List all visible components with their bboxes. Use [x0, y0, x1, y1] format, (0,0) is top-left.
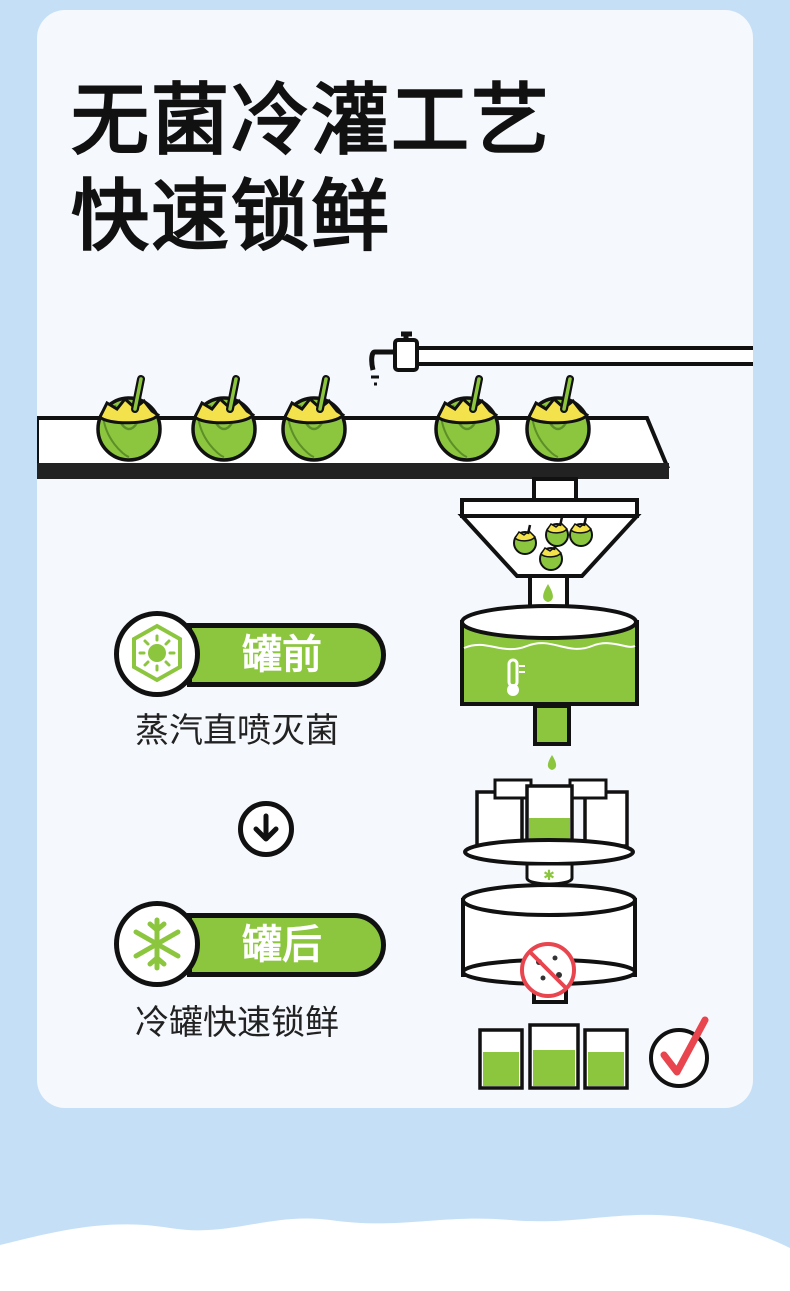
- cooling-tank: [461, 883, 637, 1004]
- thermometer-icon: [507, 658, 525, 696]
- snowflake-icon: [114, 901, 200, 987]
- coconut-icon: [436, 379, 498, 460]
- step-1-tag: 罐前: [187, 623, 386, 687]
- step-2-tag: 罐后: [187, 913, 386, 977]
- sterilization-tank: [460, 604, 639, 770]
- filled-cans: [478, 1023, 629, 1090]
- production-line-illustration: ✱: [37, 331, 753, 1090]
- headline-line-2: 快速锁鲜: [71, 172, 392, 262]
- filling-carousel: ✱: [463, 778, 635, 886]
- sterilize-icon: [114, 611, 200, 697]
- coconut-icon: [98, 379, 160, 460]
- coconut-icon: [283, 379, 345, 460]
- step-1-caption: 蒸汽直喷灭菌: [135, 711, 339, 751]
- bottom-wave-decoration: [0, 1214, 790, 1291]
- down-arrow-icon: [238, 801, 294, 857]
- coconut-icon: [193, 379, 255, 460]
- step-2-caption: 冷罐快速锁鲜: [135, 1003, 339, 1043]
- svg-text:✱: ✱: [543, 868, 555, 884]
- no-bacteria-icon: [520, 942, 576, 998]
- step-2-label: 罐后: [242, 922, 322, 968]
- check-mark-icon: [649, 1016, 709, 1088]
- step-1-label: 罐前: [242, 632, 322, 678]
- headline-line-1: 无菌冷灌工艺: [71, 76, 552, 166]
- water-tap-icon: [369, 331, 753, 386]
- coconut-icon: [527, 379, 589, 460]
- process-card: 无菌冷灌工艺 快速锁鲜: [37, 10, 753, 1108]
- hopper-funnel: [457, 477, 642, 617]
